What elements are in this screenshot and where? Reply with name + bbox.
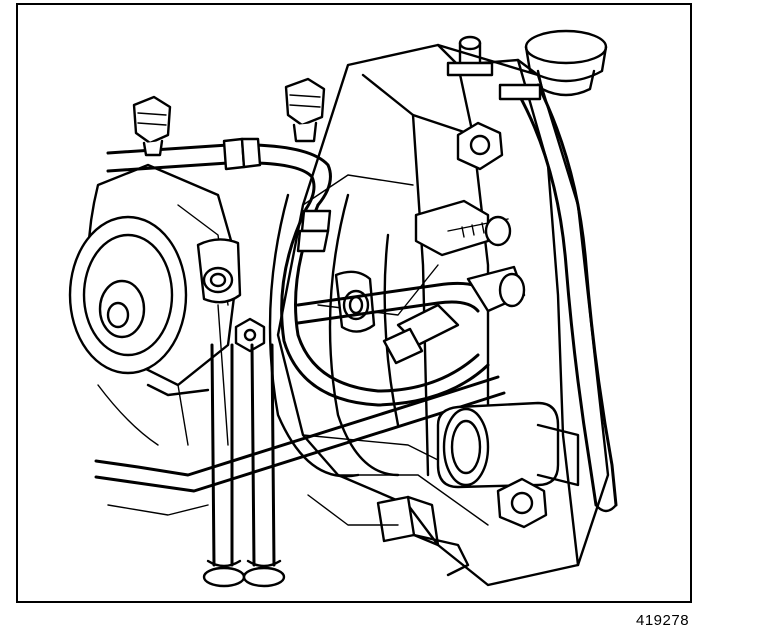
filler-neck [446,35,494,77]
ac-line-upper [106,137,332,211]
upper-mount-nut [456,121,504,171]
receiver-fitting [466,265,526,313]
reservoir-cap [524,29,608,97]
lower-mount-nut [496,477,548,529]
lower-bracket [376,495,470,577]
lower-hose-outlet [436,401,580,489]
service-port-cap-left [132,95,172,157]
heater-pipes [202,343,286,588]
ac-compressor [68,163,240,397]
illustration-frame [16,3,692,603]
condenser-bracket [414,199,512,257]
engine-compartment-line-drawing [68,29,618,588]
compressor-port-fitting [196,238,242,304]
fan-shroud [268,193,400,478]
support-rod [94,304,506,493]
overflow-hose [498,83,618,513]
left-body-lines [97,384,399,526]
ac-line-lower [296,281,490,365]
service-port-cap-right [284,77,326,143]
mount-bolt [234,317,266,353]
center-block-fitting [334,270,376,333]
ac-loop-hose [280,203,490,407]
figure-reference-number: 419278 [636,612,690,629]
